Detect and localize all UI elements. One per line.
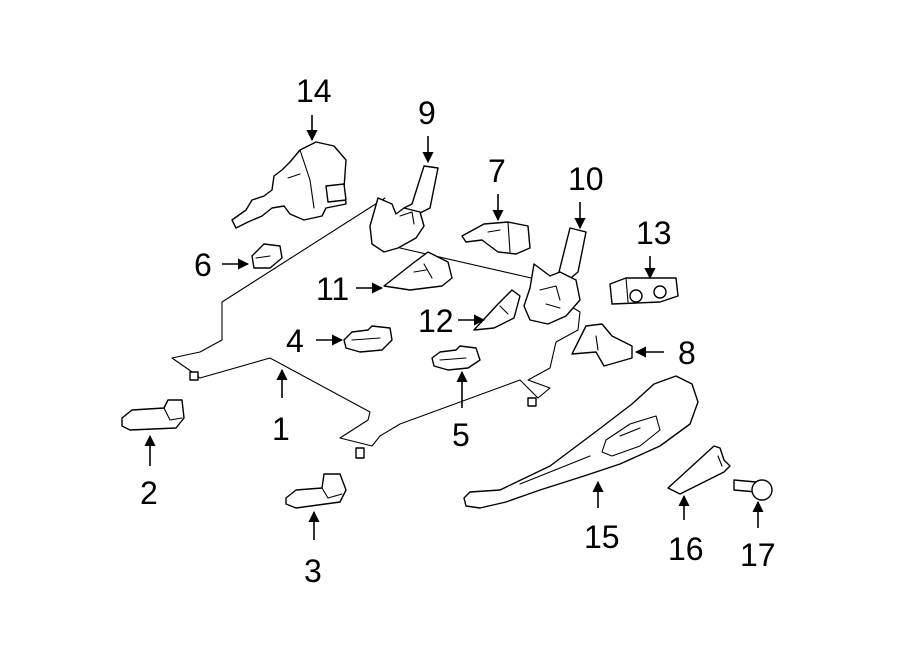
callout-16: 16 — [668, 531, 704, 567]
pad-part — [343, 325, 393, 353]
block-part-2 — [285, 473, 347, 509]
callout-7: 7 — [488, 153, 506, 189]
callout-14: 14 — [296, 73, 332, 109]
callout-13: 13 — [636, 215, 672, 251]
callout-11: 11 — [316, 271, 349, 307]
callout-5: 5 — [452, 417, 470, 453]
seat-frame-part — [171, 197, 581, 459]
callout-12: 12 — [418, 303, 454, 339]
callout-6: 6 — [194, 247, 212, 283]
callout-labels: 14 9 7 10 13 6 11 12 4 8 5 1 2 3 15 16 1… — [140, 73, 776, 589]
outer-shield-part — [463, 375, 699, 509]
side-shield-part — [369, 165, 439, 253]
callout-1: 1 — [272, 411, 290, 447]
pad-part-2 — [431, 345, 481, 371]
leader-arrows — [144, 115, 764, 540]
recliner-cover-part — [231, 141, 347, 229]
clip-part — [251, 243, 283, 269]
callout-8: 8 — [678, 335, 696, 371]
support-bracket-part — [571, 323, 633, 367]
strip-part — [667, 445, 731, 495]
trim-piece-part — [473, 289, 521, 331]
callout-4: 4 — [286, 323, 304, 359]
callout-15: 15 — [584, 519, 620, 555]
callout-2: 2 — [140, 475, 158, 511]
callout-3: 3 — [304, 553, 322, 589]
bolt-part — [733, 479, 773, 501]
block-part — [121, 399, 185, 431]
bracket-part — [461, 221, 531, 255]
callout-10: 10 — [568, 161, 604, 197]
recliner-mechanism-part — [523, 227, 587, 325]
callout-17: 17 — [740, 537, 776, 573]
gusset-plate-part — [383, 251, 453, 291]
switch-block-part — [609, 277, 679, 305]
callout-9: 9 — [418, 95, 436, 131]
